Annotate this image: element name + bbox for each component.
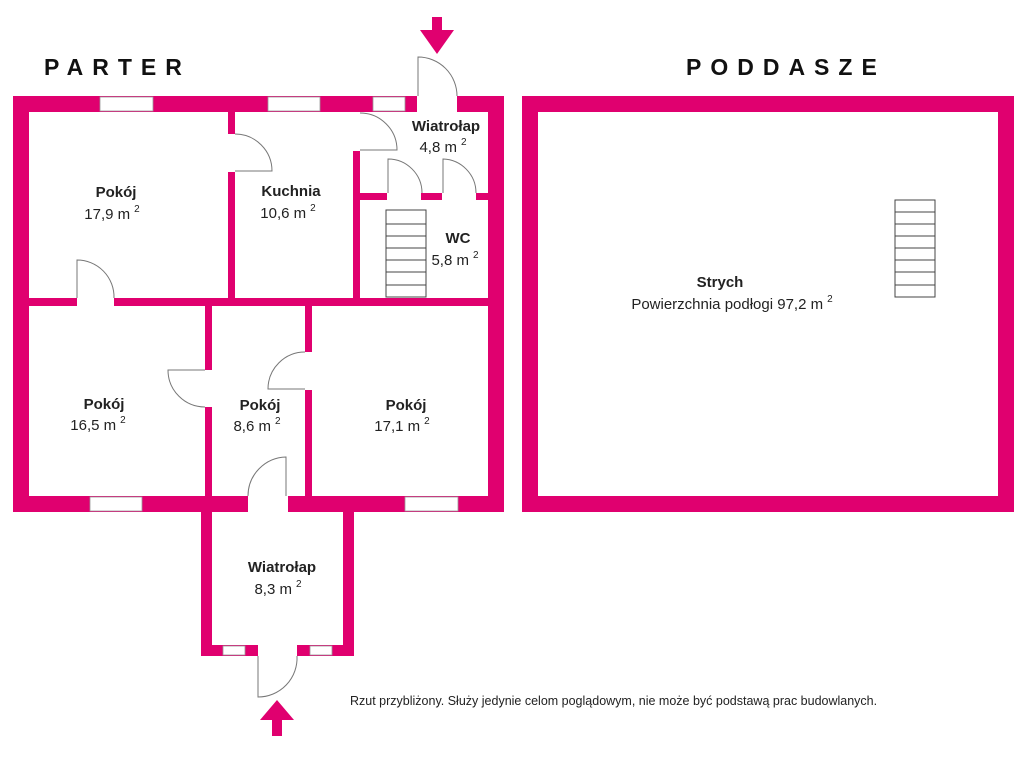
svg-text:Pokój: Pokój: [386, 397, 427, 414]
svg-text:Pokój: Pokój: [84, 396, 125, 413]
svg-text:8,3 m2: 8,3 m2: [254, 579, 302, 598]
disclaimer-note: Rzut przybliżony. Służy jedynie celom po…: [350, 694, 877, 708]
svg-text:4,8 m2: 4,8 m2: [419, 137, 467, 156]
svg-text:Kuchnia: Kuchnia: [261, 183, 321, 200]
attic-walls: [522, 96, 1014, 512]
svg-text:17,1 m2: 17,1 m2: [374, 416, 430, 435]
svg-text:Wiatrołap: Wiatrołap: [248, 559, 316, 576]
svg-text:Powierzchnia podłogi 97,2 m2: Powierzchnia podłogi 97,2 m2: [631, 294, 833, 313]
entry-arrow-bottom-icon: [260, 700, 294, 736]
svg-text:Strych: Strych: [697, 274, 744, 291]
svg-text:16,5 m2: 16,5 m2: [70, 415, 126, 434]
windows: [89, 96, 459, 656]
staircase-attic: [894, 199, 936, 298]
svg-text:Pokój: Pokój: [96, 184, 137, 201]
doors: [76, 56, 477, 698]
svg-text:WC: WC: [446, 230, 471, 247]
svg-text:8,6 m2: 8,6 m2: [233, 416, 281, 435]
entry-arrow-top-icon: [420, 17, 454, 54]
svg-text:Pokój: Pokój: [240, 397, 281, 414]
svg-text:5,8 m2: 5,8 m2: [431, 250, 479, 269]
svg-text:17,9 m2: 17,9 m2: [84, 204, 140, 223]
svg-text:Wiatrołap: Wiatrołap: [412, 118, 480, 135]
floor-title-parter: PARTER: [44, 54, 191, 80]
floor-title-poddasze: PODDASZE: [686, 54, 886, 80]
svg-text:10,6 m2: 10,6 m2: [260, 203, 316, 222]
entry-arrows: [260, 17, 454, 736]
staircase-ground: [385, 209, 427, 298]
